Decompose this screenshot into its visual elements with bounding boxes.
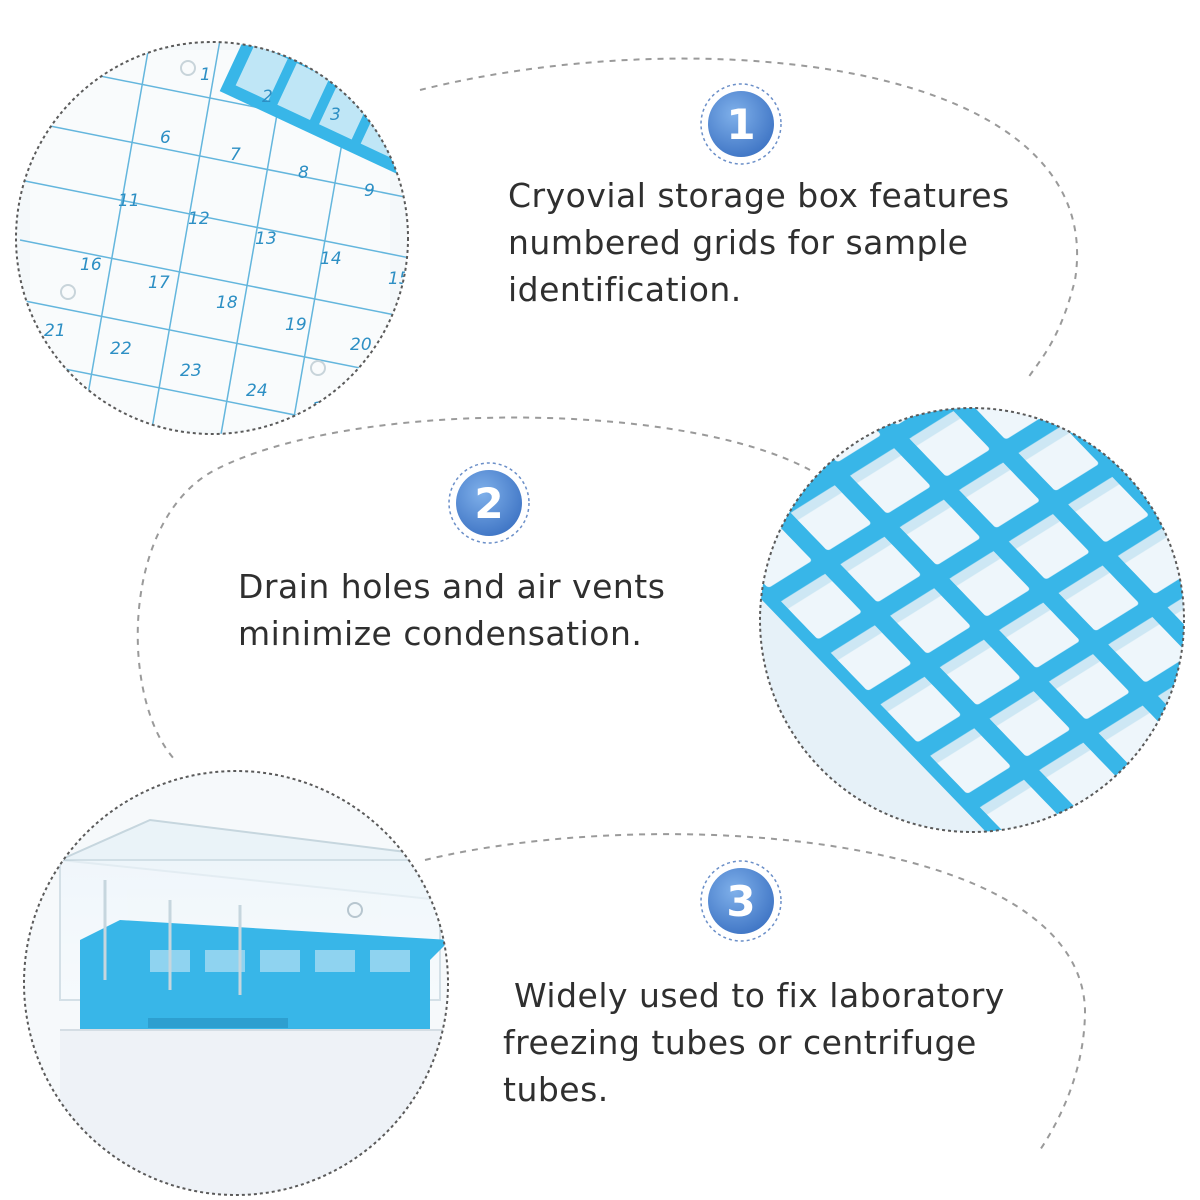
grid-number: 6 [160, 128, 171, 148]
dashed-outline-1 [419, 57, 1079, 379]
grid-number: 20 [350, 335, 372, 355]
badge-3: 3 [700, 860, 782, 942]
grid-number: 8 [298, 163, 309, 183]
badge-1: 1 [700, 83, 782, 165]
feature-1-description: Cryovial storage box features numbered g… [508, 176, 1010, 309]
grid-number: 10 [424, 201, 446, 221]
product-photo-box-side [23, 770, 449, 1196]
grid-number: 22 [110, 339, 132, 359]
dashed-outline-3 [424, 833, 1087, 1151]
badge-number: 1 [726, 100, 755, 149]
grid-number: 18 [216, 293, 238, 313]
grid-number: 14 [320, 249, 342, 269]
grid-number: 9 [364, 181, 375, 201]
feature-3-description: Widely used to fix laboratory freezing t… [503, 976, 1005, 1109]
grid-number: 11 [118, 191, 140, 211]
grid-number: 1 [200, 65, 211, 85]
product-photo-lid-grid: 1 2 3 4 6 7 8 9 10 11 12 13 14 15 16 17 … [15, 41, 446, 435]
grid-number: 21 [44, 321, 66, 341]
badge-number: 3 [726, 877, 755, 926]
grid-number: 12 [188, 209, 210, 229]
grid-number: 4 [396, 123, 407, 143]
badge-2: 2 [448, 462, 530, 544]
grid-number: 23 [180, 361, 202, 381]
product-photo-rack-grid [759, 407, 1185, 833]
badge-number: 2 [474, 479, 503, 528]
grid-number: 3 [330, 105, 341, 125]
grid-number: 24 [246, 381, 268, 401]
grid-number: 7 [230, 145, 241, 165]
grid-number: 13 [255, 229, 277, 249]
grid-number: 17 [148, 273, 170, 293]
grid-number: 2 [262, 87, 273, 107]
grid-number: 25 [312, 399, 334, 419]
grid-number: 16 [80, 255, 102, 275]
grid-number: 19 [285, 315, 307, 335]
grid-number: 15 [388, 269, 410, 289]
feature-2-description: Drain holes and air vents minimize conde… [238, 567, 666, 653]
